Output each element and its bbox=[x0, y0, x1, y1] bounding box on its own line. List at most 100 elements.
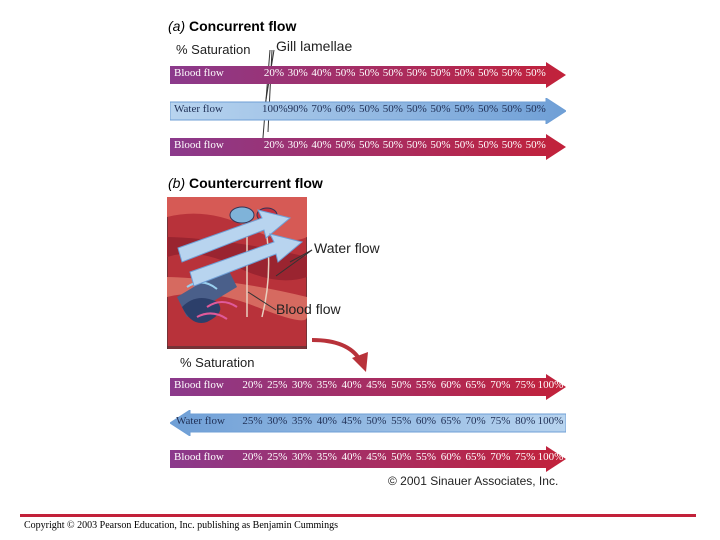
saturation-value: 70% bbox=[311, 103, 332, 115]
flow-label: Water flow bbox=[174, 103, 223, 115]
saturation-value: 20% bbox=[242, 451, 263, 463]
saturation-value: 25% bbox=[242, 415, 263, 427]
flow-label: Water flow bbox=[176, 415, 225, 427]
saturation-value: 30% bbox=[291, 379, 313, 391]
saturation-value: 50% bbox=[501, 67, 522, 79]
panel-b-title: (b) Countercurrent flow bbox=[168, 175, 323, 191]
saturation-value: 50% bbox=[430, 103, 451, 115]
saturation-value: 50% bbox=[525, 139, 546, 151]
saturation-value: 40% bbox=[311, 139, 332, 151]
saturation-value: 35% bbox=[316, 451, 337, 463]
saturation-value: 50% bbox=[501, 103, 522, 115]
saturation-value: 65% bbox=[440, 415, 461, 427]
saturation-value: 50% bbox=[359, 67, 380, 79]
saturation-value: 75% bbox=[490, 415, 511, 427]
saturation-value: 50% bbox=[335, 67, 356, 79]
saturation-value: 30% bbox=[287, 67, 308, 79]
saturation-value: 30% bbox=[287, 139, 308, 151]
saturation-value: 50% bbox=[430, 139, 451, 151]
panel-a-blood-arrow-3 bbox=[170, 134, 566, 160]
panel-a-blood-arrow-1 bbox=[170, 62, 566, 88]
sinauer-copyright: © 2001 Sinauer Associates, Inc. bbox=[388, 474, 559, 488]
saturation-value: 50% bbox=[335, 139, 356, 151]
saturation-value: 70% bbox=[490, 379, 511, 391]
panel-b-water-arrow-2 bbox=[170, 410, 566, 436]
panel-a-water-arrow-2 bbox=[170, 98, 566, 124]
saturation-value: 45% bbox=[366, 379, 387, 391]
saturation-value: 50% bbox=[406, 103, 427, 115]
saturation-value: 35% bbox=[316, 379, 337, 391]
saturation-value: 50% bbox=[382, 139, 403, 151]
water-flow-callout: Water flow bbox=[314, 240, 380, 256]
blood-flow-callout: Blood flow bbox=[276, 301, 341, 317]
panel-a-title: (a) Concurrent flow bbox=[168, 18, 296, 34]
saturation-values: 25%30%35%40%45%50%55%60%65%70%75%80%100% bbox=[240, 415, 564, 427]
saturation-value: 50% bbox=[477, 103, 499, 115]
flow-label: Blood flow bbox=[174, 451, 224, 463]
saturation-value: 50% bbox=[501, 139, 522, 151]
saturation-value: 50% bbox=[454, 67, 475, 79]
saturation-value: 50% bbox=[406, 67, 427, 79]
saturation-value: 50% bbox=[406, 139, 427, 151]
footer-copyright: Copyright © 2003 Pearson Education, Inc.… bbox=[24, 520, 338, 531]
saturation-values: 20%25%30%35%40%45%50%55%60%65%70%75%100% bbox=[240, 379, 564, 391]
saturation-value: 50% bbox=[366, 415, 387, 427]
panel-b-title-text: Countercurrent flow bbox=[189, 175, 323, 191]
gill-illustration bbox=[167, 197, 307, 349]
panel-b-saturation-label: % Saturation bbox=[180, 355, 255, 370]
saturation-value: 25% bbox=[267, 451, 288, 463]
saturation-value: 55% bbox=[391, 415, 412, 427]
panel-b-blood-arrow-1 bbox=[170, 374, 566, 400]
saturation-value: 50% bbox=[525, 103, 546, 115]
flow-label: Blood flow bbox=[174, 379, 224, 391]
saturation-value: 100% bbox=[537, 451, 564, 463]
saturation-value: 60% bbox=[335, 103, 356, 115]
saturation-value: 90% bbox=[287, 103, 308, 115]
gill-lamellae-callout: Gill lamellae bbox=[276, 38, 353, 54]
saturation-value: 50% bbox=[477, 139, 499, 151]
saturation-value: 50% bbox=[391, 451, 412, 463]
saturation-value: 65% bbox=[465, 451, 486, 463]
saturation-value: 60% bbox=[440, 379, 461, 391]
saturation-value: 25% bbox=[267, 379, 288, 391]
panel-a-saturation-label: % Saturation bbox=[176, 42, 251, 57]
saturation-value: 65% bbox=[465, 379, 486, 391]
saturation-values: 20%30%40%50%50%50%50%50%50%50%50%50% bbox=[262, 67, 548, 79]
saturation-value: 70% bbox=[490, 451, 511, 463]
flow-label: Blood flow bbox=[174, 139, 224, 151]
saturation-value: 40% bbox=[341, 451, 362, 463]
saturation-value: 50% bbox=[477, 67, 499, 79]
saturation-value: 50% bbox=[359, 139, 380, 151]
panel-a-blood-flow-row-1: Blood flow 20%30%40%50%50%50%50%50%50%50%… bbox=[170, 62, 566, 88]
saturation-value: 75% bbox=[515, 451, 536, 463]
saturation-value: 100% bbox=[537, 415, 564, 427]
saturation-value: 60% bbox=[415, 415, 437, 427]
saturation-values: 20%25%30%35%40%45%50%55%60%65%70%75%100% bbox=[240, 451, 564, 463]
saturation-value: 40% bbox=[311, 67, 332, 79]
saturation-value: 40% bbox=[316, 415, 337, 427]
saturation-value: 60% bbox=[440, 451, 461, 463]
saturation-value: 50% bbox=[359, 103, 380, 115]
saturation-value: 50% bbox=[391, 379, 412, 391]
flow-label: Blood flow bbox=[174, 67, 224, 79]
saturation-value: 100% bbox=[537, 379, 564, 391]
saturation-value: 45% bbox=[341, 415, 362, 427]
saturation-values: 20%30%40%50%50%50%50%50%50%50%50%50% bbox=[262, 139, 548, 151]
saturation-value: 30% bbox=[291, 451, 313, 463]
saturation-value: 50% bbox=[454, 103, 475, 115]
saturation-values: 100%90%70%60%50%50%50%50%50%50%50%50% bbox=[262, 103, 548, 115]
saturation-value: 20% bbox=[263, 139, 284, 151]
footer-rule bbox=[20, 514, 696, 517]
panel-b-blood-arrow-3 bbox=[170, 446, 566, 472]
saturation-value: 50% bbox=[430, 67, 451, 79]
saturation-value: 80% bbox=[515, 415, 536, 427]
saturation-value: 100% bbox=[262, 103, 288, 115]
saturation-value: 75% bbox=[515, 379, 536, 391]
saturation-value: 50% bbox=[382, 67, 403, 79]
saturation-value: 50% bbox=[454, 139, 475, 151]
panel-b-letter: (b) bbox=[168, 175, 186, 191]
